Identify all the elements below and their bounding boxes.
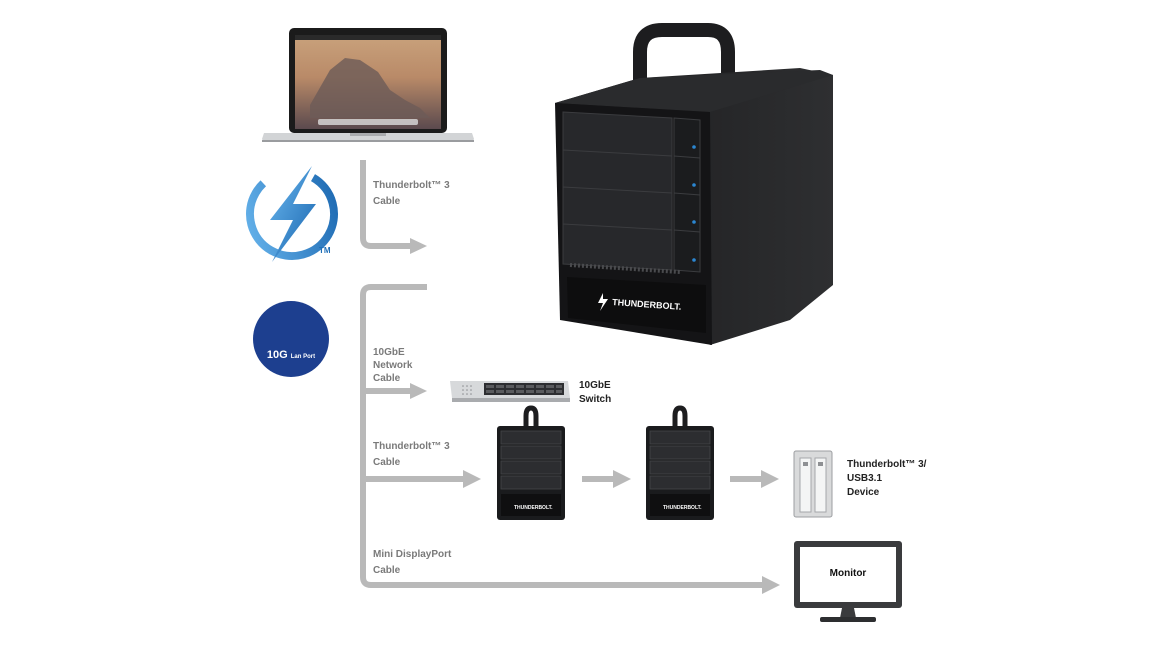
thunderbolt-logo [246, 166, 338, 262]
laptop-to-enclosure-line [360, 160, 412, 249]
svg-text:THUNDERBOLT.: THUNDERBOLT. [514, 505, 553, 511]
tb-device-label: Thunderbolt™ 3/ USB3.1 Device [847, 458, 926, 500]
mdp-cable-line2: Cable [373, 565, 401, 576]
laptop-image [262, 28, 474, 142]
small-enclosure-1-image: THUNDERBOLT. [497, 405, 565, 520]
tb3-cable-mid-line2: Cable [373, 457, 401, 468]
arrowhead-enclosure [410, 238, 427, 254]
tb3-cable-top-line1: Thunderbolt™ 3 [373, 180, 450, 191]
network-switch-image [450, 381, 570, 402]
lan-port-badge-small-text: Lan Port [290, 354, 316, 360]
tb3-cable-mid-line1: Thunderbolt™ 3 [373, 441, 450, 452]
tb3-cable-mid-label: Thunderbolt™ 3 Cable [373, 440, 450, 469]
main-enclosure-image [555, 23, 833, 345]
arrowhead-enclosure-small [463, 470, 481, 488]
tb-device-line2: USB3.1 [847, 473, 883, 484]
lan-port-badge-big-text: 10G [266, 349, 288, 361]
svg-text:THUNDERBOLT.: THUNDERBOLT. [663, 505, 702, 511]
network-cable-line1: 10GbE [373, 347, 405, 358]
network-cable-line2: Network [373, 360, 413, 371]
external-drive-device-image [793, 450, 833, 518]
lan-port-badge: 10G Lan Port [253, 301, 329, 377]
monitor-label: Monitor [829, 568, 867, 579]
switch-label-line1: 10GbE [579, 380, 611, 391]
arrowhead-daisy [613, 470, 631, 488]
mdp-cable-label: Mini DisplayPort Cable [373, 548, 451, 577]
monitor-image [794, 541, 902, 622]
tb-device-line1: Thunderbolt™ 3/ [847, 459, 927, 470]
enclosure-brand-text: THUNDERBOLT. [612, 297, 682, 312]
arrowhead-device [761, 470, 779, 488]
cable-lines [360, 160, 765, 588]
network-cable-label: 10GbE Network Cable [373, 346, 412, 385]
arrowhead-monitor [762, 576, 780, 594]
arrowheads [410, 238, 780, 594]
tb3-cable-top-line2: Cable [373, 196, 401, 207]
tb-device-line3: Device [847, 487, 880, 498]
arrowhead-switch [410, 383, 427, 399]
lightning-bolt-icon [270, 166, 316, 262]
mdp-cable-line1: Mini DisplayPort [373, 549, 452, 560]
network-cable-line3: Cable [373, 373, 401, 384]
switch-label: 10GbE Switch [579, 379, 611, 407]
small-enclosure-2-image: THUNDERBOLT. [646, 405, 714, 520]
trademark-mark: TM [319, 246, 331, 255]
enclosure-trunk-line [360, 284, 765, 588]
switch-label-line2: Switch [579, 394, 612, 405]
tb3-cable-top-label: Thunderbolt™ 3 Cable [373, 179, 450, 208]
